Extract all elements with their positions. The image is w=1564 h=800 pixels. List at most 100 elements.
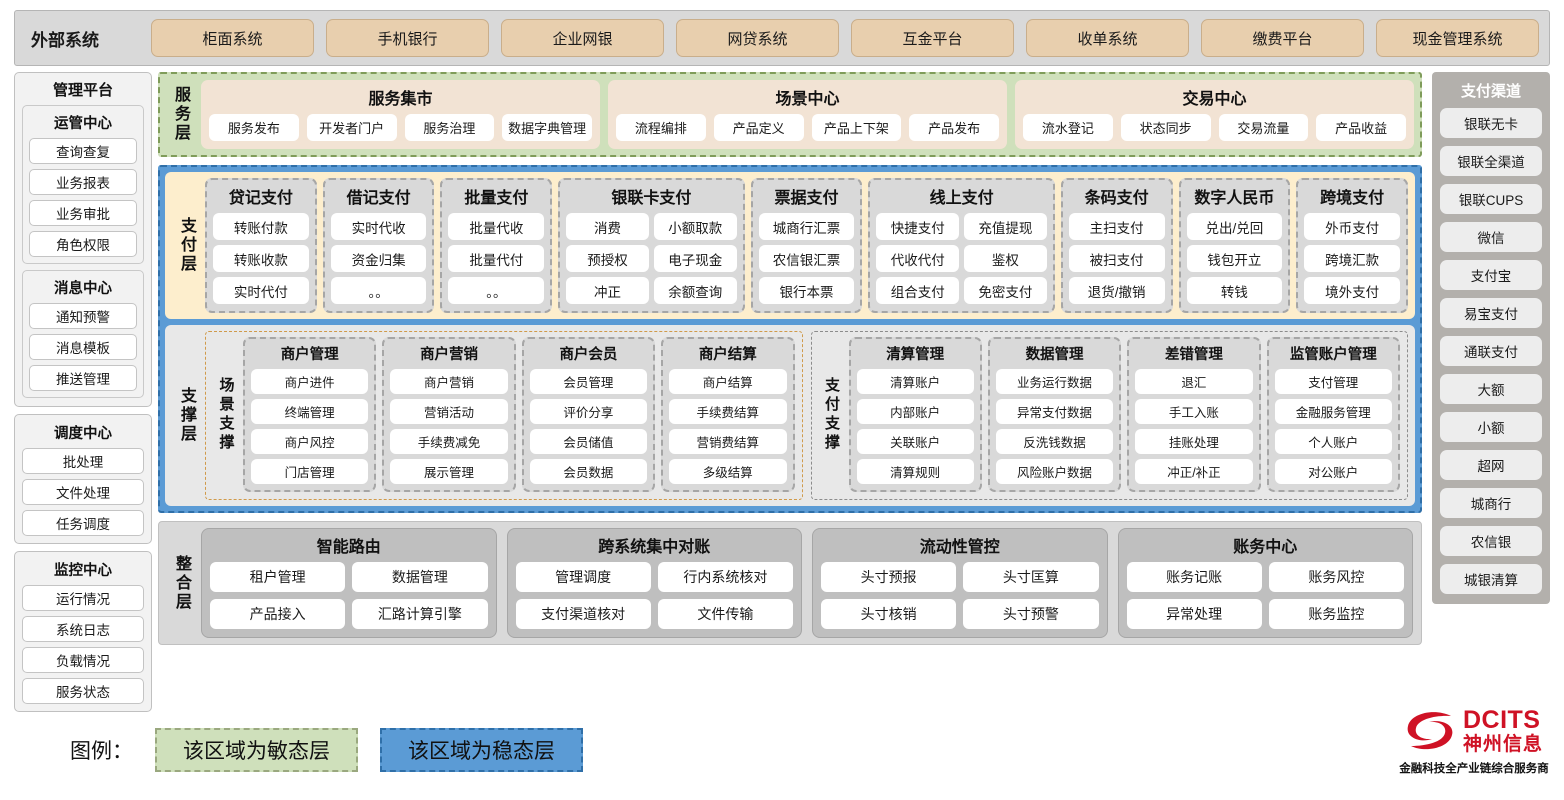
payment-channel-item[interactable]: 小额 xyxy=(1440,412,1542,442)
management-item[interactable]: 运行情况 xyxy=(22,585,144,611)
external-system-chip[interactable]: 现金管理系统 xyxy=(1376,19,1539,57)
service-chip[interactable]: 产品定义 xyxy=(713,114,804,141)
payment-channel-item[interactable]: 银联全渠道 xyxy=(1440,146,1542,176)
service-chip[interactable]: 产品发布 xyxy=(909,114,999,141)
payment-channel-item[interactable]: 银联CUPS xyxy=(1440,184,1542,214)
management-item[interactable]: 推送管理 xyxy=(29,365,137,391)
payment-item[interactable]: 资金归集 xyxy=(330,245,427,272)
service-chip[interactable]: 流程编排 xyxy=(616,114,706,141)
payment-item[interactable]: 鉴权 xyxy=(964,245,1047,272)
external-system-chip[interactable]: 手机银行 xyxy=(326,19,489,57)
support-item[interactable]: 清算账户 xyxy=(856,369,974,394)
support-item[interactable]: 会员管理 xyxy=(529,369,648,394)
service-chip[interactable]: 数据字典管理 xyxy=(502,114,592,141)
support-item[interactable]: 业务运行数据 xyxy=(995,369,1114,394)
integration-item[interactable]: 异常处理 xyxy=(1126,599,1262,629)
payment-item[interactable]: 境外支付 xyxy=(1304,277,1400,304)
payment-item[interactable]: 跨境汇款 xyxy=(1304,245,1400,272)
payment-channel-item[interactable]: 城商行 xyxy=(1440,488,1542,518)
payment-item[interactable]: 钱包开立 xyxy=(1186,245,1283,272)
payment-item[interactable]: 快捷支付 xyxy=(876,213,960,240)
payment-channel-item[interactable]: 银联无卡 xyxy=(1440,108,1542,138)
support-item[interactable]: 商户结算 xyxy=(669,369,787,394)
payment-item[interactable]: 转账付款 xyxy=(213,213,309,240)
support-item[interactable]: 关联账户 xyxy=(856,429,974,454)
payment-item[interactable]: 主扫支付 xyxy=(1068,213,1165,240)
support-item[interactable]: 手续费结算 xyxy=(669,399,787,424)
payment-item[interactable]: 银行本票 xyxy=(758,277,855,304)
integration-item[interactable]: 产品接入 xyxy=(210,599,346,629)
payment-item[interactable]: 。。 xyxy=(448,277,545,304)
payment-item[interactable]: 实时代收 xyxy=(330,213,427,240)
management-item[interactable]: 服务状态 xyxy=(22,678,144,704)
payment-channel-item[interactable]: 支付宝 xyxy=(1440,260,1542,290)
support-item[interactable]: 营销费结算 xyxy=(669,429,787,454)
support-item[interactable]: 异常支付数据 xyxy=(995,399,1114,424)
payment-item[interactable]: 小额取款 xyxy=(653,213,737,240)
payment-item[interactable]: 代收代付 xyxy=(876,245,960,272)
payment-item[interactable]: 。。 xyxy=(330,277,427,304)
external-system-chip[interactable]: 互金平台 xyxy=(851,19,1014,57)
payment-item[interactable]: 电子现金 xyxy=(653,245,737,272)
payment-channel-item[interactable]: 微信 xyxy=(1440,222,1542,252)
payment-channel-item[interactable]: 城银清算 xyxy=(1440,564,1542,594)
payment-item[interactable]: 组合支付 xyxy=(876,277,960,304)
payment-item[interactable]: 充值提现 xyxy=(964,213,1047,240)
support-item[interactable]: 内部账户 xyxy=(856,399,974,424)
management-item[interactable]: 批处理 xyxy=(22,448,144,474)
payment-item[interactable]: 退货/撤销 xyxy=(1068,277,1165,304)
external-system-chip[interactable]: 企业网银 xyxy=(501,19,664,57)
service-chip[interactable]: 流水登记 xyxy=(1023,114,1113,141)
support-item[interactable]: 手续费减免 xyxy=(390,429,508,454)
integration-item[interactable]: 头寸预报 xyxy=(821,562,957,592)
support-item[interactable]: 多级结算 xyxy=(669,459,787,484)
management-item[interactable]: 文件处理 xyxy=(22,479,144,505)
integration-item[interactable]: 数据管理 xyxy=(352,562,488,592)
external-system-chip[interactable]: 柜面系统 xyxy=(151,19,314,57)
support-item[interactable]: 金融服务管理 xyxy=(1274,399,1392,424)
integration-item[interactable]: 账务风控 xyxy=(1268,562,1404,592)
service-chip[interactable]: 服务治理 xyxy=(404,114,495,141)
integration-item[interactable]: 支付渠道核对 xyxy=(515,599,651,629)
service-chip[interactable]: 交易流量 xyxy=(1218,114,1309,141)
integration-item[interactable]: 账务监控 xyxy=(1268,599,1404,629)
management-item[interactable]: 任务调度 xyxy=(22,510,144,536)
integration-item[interactable]: 管理调度 xyxy=(515,562,651,592)
external-system-chip[interactable]: 缴费平台 xyxy=(1201,19,1364,57)
integration-item[interactable]: 头寸核销 xyxy=(821,599,957,629)
support-item[interactable]: 商户营销 xyxy=(390,369,508,394)
management-item[interactable]: 负载情况 xyxy=(22,647,144,673)
integration-item[interactable]: 头寸预警 xyxy=(963,599,1099,629)
service-chip[interactable]: 开发者门户 xyxy=(306,114,397,141)
support-item[interactable]: 商户风控 xyxy=(251,429,369,454)
support-item[interactable]: 冲正/补正 xyxy=(1135,459,1253,484)
support-item[interactable]: 清算规则 xyxy=(856,459,974,484)
payment-channel-item[interactable]: 大额 xyxy=(1440,374,1542,404)
payment-item[interactable]: 余额查询 xyxy=(653,277,737,304)
payment-item[interactable]: 消费 xyxy=(566,213,649,240)
service-chip[interactable]: 服务发布 xyxy=(209,114,299,141)
payment-item[interactable]: 农信银汇票 xyxy=(758,245,855,272)
support-item[interactable]: 评价分享 xyxy=(529,399,648,424)
external-system-chip[interactable]: 网贷系统 xyxy=(676,19,839,57)
management-item[interactable]: 业务审批 xyxy=(29,200,137,226)
support-item[interactable]: 挂账处理 xyxy=(1135,429,1253,454)
support-item[interactable]: 营销活动 xyxy=(390,399,508,424)
integration-item[interactable]: 租户管理 xyxy=(210,562,346,592)
payment-item[interactable]: 批量代付 xyxy=(448,245,545,272)
management-item[interactable]: 业务报表 xyxy=(29,169,137,195)
payment-channel-item[interactable]: 通联支付 xyxy=(1440,336,1542,366)
support-item[interactable]: 会员储值 xyxy=(529,429,648,454)
support-item[interactable]: 退汇 xyxy=(1135,369,1253,394)
support-item[interactable]: 手工入账 xyxy=(1135,399,1253,424)
management-item[interactable]: 查询查复 xyxy=(29,138,137,164)
support-item[interactable]: 门店管理 xyxy=(251,459,369,484)
support-item[interactable]: 风险账户数据 xyxy=(995,459,1114,484)
management-item[interactable]: 消息模板 xyxy=(29,334,137,360)
payment-item[interactable]: 外币支付 xyxy=(1304,213,1400,240)
external-system-chip[interactable]: 收单系统 xyxy=(1026,19,1189,57)
payment-item[interactable]: 预授权 xyxy=(566,245,649,272)
support-item[interactable]: 商户进件 xyxy=(251,369,369,394)
payment-item[interactable]: 免密支付 xyxy=(964,277,1047,304)
service-chip[interactable]: 产品收益 xyxy=(1316,114,1406,141)
